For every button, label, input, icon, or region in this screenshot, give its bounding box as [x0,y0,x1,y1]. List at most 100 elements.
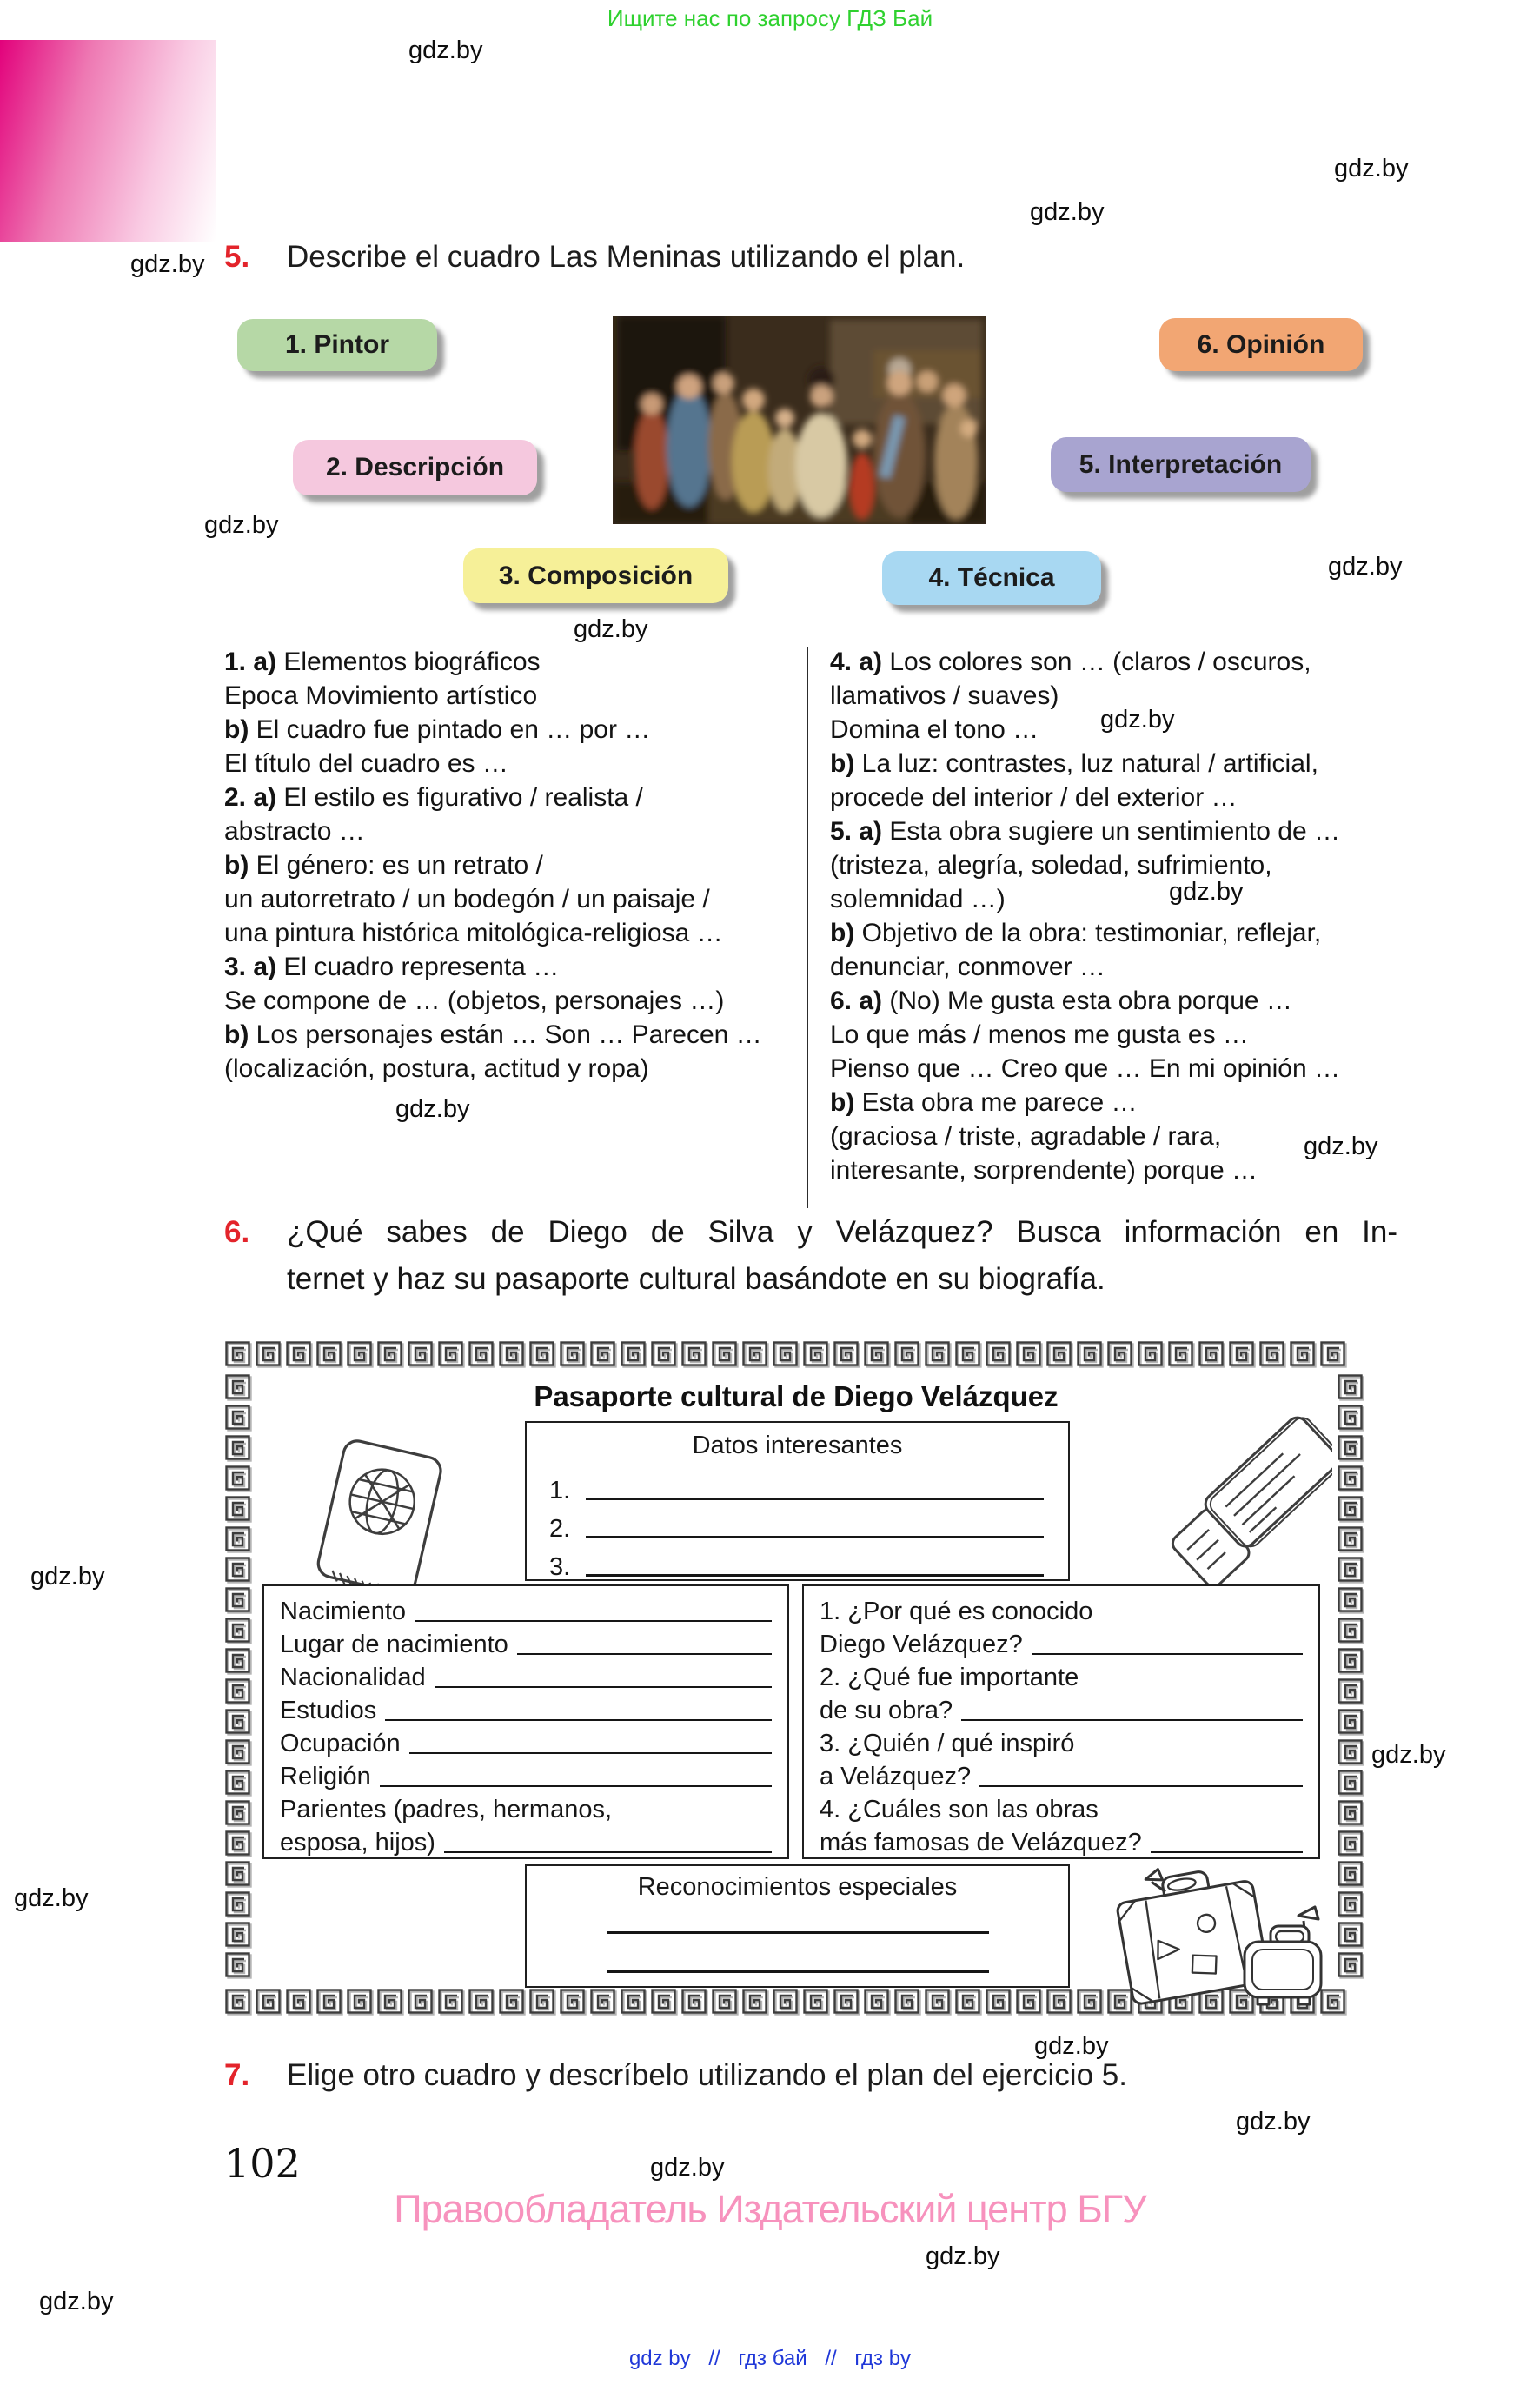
plan-line: Lo que más / menos me gusta es … [830,1020,1249,1049]
blank-line [415,1620,772,1622]
greek-key-cell [224,1738,253,1767]
datos-title: Datos interesantes [692,1432,903,1459]
greek-key-cell [1337,1951,1365,1980]
exercise-5-header: 5. Describe el cuadro Las Meninas utiliz… [224,240,965,275]
greek-key-cell [224,1647,253,1676]
greek-key-cell [224,1556,253,1584]
greek-key-cell [893,1988,922,2016]
watermark: gdz.by [650,2154,725,2182]
plan-label-opinion: 6. Opinión [1159,318,1363,371]
plan-label-composicion: 3. Composición [463,548,728,603]
footer-link-gdz-bai[interactable]: гдз бай [738,2347,807,2370]
greek-key-cell [498,1988,527,2016]
greek-key-cell [224,1860,253,1889]
greek-key-cell [224,1830,253,1858]
exercise-6-number: 6. [224,1215,250,1249]
greek-key-cell [1076,1988,1105,2016]
datos-blank-line: 2. [549,1505,1045,1544]
footer-link-gdz-by2[interactable]: гдз by [854,2347,912,2370]
passport-frame: Pasaporte cultural de Diego Velázquez [222,1339,1370,2021]
greek-key-cell [315,1988,344,2016]
greek-key-cell [559,1340,587,1369]
plan-line: solemnidad …) [830,885,1006,913]
copyright-line: Правообладатель Издательский центр БГУ [394,2187,1146,2231]
greek-key-cell [1319,1988,1348,2016]
blank-line [1031,1653,1303,1655]
greek-key-cell [224,1586,253,1615]
greek-key-cell [346,1340,375,1369]
plan-right-column: 4. a) Los colores son … (claros / oscuro… [830,645,1431,1187]
greek-key-cell [620,1340,648,1369]
greek-key-cell [528,1340,557,1369]
plan-label-pintor: 1. Pintor [237,319,437,371]
greek-key-cell [1337,1738,1365,1767]
plan-line: 3. a) El cuadro representa … [224,953,560,981]
greek-key-cell [650,1340,679,1369]
plan-label-tecnica: 4. Técnica [882,551,1101,605]
watermark: gdz.by [204,511,279,539]
watermark: gdz.by [1030,198,1105,226]
ticket-icon [1171,1416,1332,1588]
greek-key-cell [1337,1556,1365,1584]
greek-key-cell [1337,1921,1365,1950]
greek-key-cell [346,1988,375,2016]
blank-line [385,1719,772,1721]
watermark: gdz.by [39,2288,114,2315]
greek-key-cell [468,1988,496,2016]
greek-key-cell [224,1617,253,1645]
greek-key-cell [772,1340,800,1369]
exercise-7-number: 7. [224,2058,250,2092]
greek-key-cell [1289,1340,1318,1369]
blank-line [408,1752,772,1754]
greek-key-cell [224,1404,253,1432]
passport-field-row: Nacimiento [280,1593,773,1626]
greek-key-cell [680,1340,709,1369]
passport-question-row: 2. ¿Qué fue importante [820,1664,1079,1691]
greek-key-cell [1015,1988,1044,2016]
exercise-7-title: Elige otro cuadro y descríbelo utilizand… [287,2058,1127,2092]
footer-link-gdz-by[interactable]: gdz by [628,2347,691,2370]
plan-line: 6. a) (No) Me gusta esta obra porque … [830,987,1292,1015]
greek-key-cell [1337,1890,1365,1919]
watermark: gdz.by [1371,1741,1446,1769]
watermark: gdz.by [30,1563,105,1591]
plan-line: un autorretrato / un bodegón / un paisaj… [224,885,710,913]
plan-line: 4. a) Los colores son … (claros / oscuro… [830,648,1311,676]
watermark: gdz.by [926,2242,1000,2270]
datos-blank-line: 3. [549,1544,1045,1582]
recognitions-box: Reconocimientos especiales [525,1864,1070,1988]
greek-key-cell [1015,1340,1044,1369]
passport-question-row: de su obra? [820,1692,1304,1725]
recognitions-title: Reconocimientos especiales [637,1873,958,1901]
greek-key-cell [741,1988,770,2016]
page-number: 102 [224,2140,301,2187]
exercise-7-header: 7. Elige otro cuadro y descríbelo utiliz… [224,2058,1127,2093]
greek-key-border-left [224,1373,256,1984]
watermark: gdz.by [1100,706,1175,734]
luggage-icon [1116,1868,1323,2006]
greek-key-cell [1045,1340,1074,1369]
greek-key-cell [924,1340,953,1369]
greek-key-cell [437,1340,466,1369]
plan-line: denunciar, conmover … [830,953,1105,981]
plan-line: interesante, sorprendente) porque … [830,1156,1258,1185]
greek-key-cell [741,1340,770,1369]
greek-key-cell [1337,1860,1365,1889]
greek-key-cell [680,1988,709,2016]
painting-las-meninas-thumbnail [613,316,986,524]
greek-key-cell [1337,1495,1365,1524]
blank-line [979,1785,1303,1787]
greek-key-cell [863,1340,892,1369]
passport-question-row: a Velázquez? [820,1758,1304,1791]
greek-key-cell [985,1988,1013,2016]
plan-line: b) Objetivo de la obra: testimoniar, ref… [830,919,1322,947]
plan-line: 1. a) Elementos biográficos [224,648,541,676]
greek-key-cell [224,1677,253,1706]
passport-question-row: más famosas de Velázquez? [820,1824,1304,1857]
passport-fields-box: Nacimiento Lugar de nacimiento Nacionali… [262,1584,789,1859]
greek-key-cell [407,1988,435,2016]
greek-key-cell [255,1340,283,1369]
greek-key-cell [1337,1769,1365,1797]
greek-key-cell [559,1988,587,2016]
passport-field-row: Estudios [280,1692,773,1725]
